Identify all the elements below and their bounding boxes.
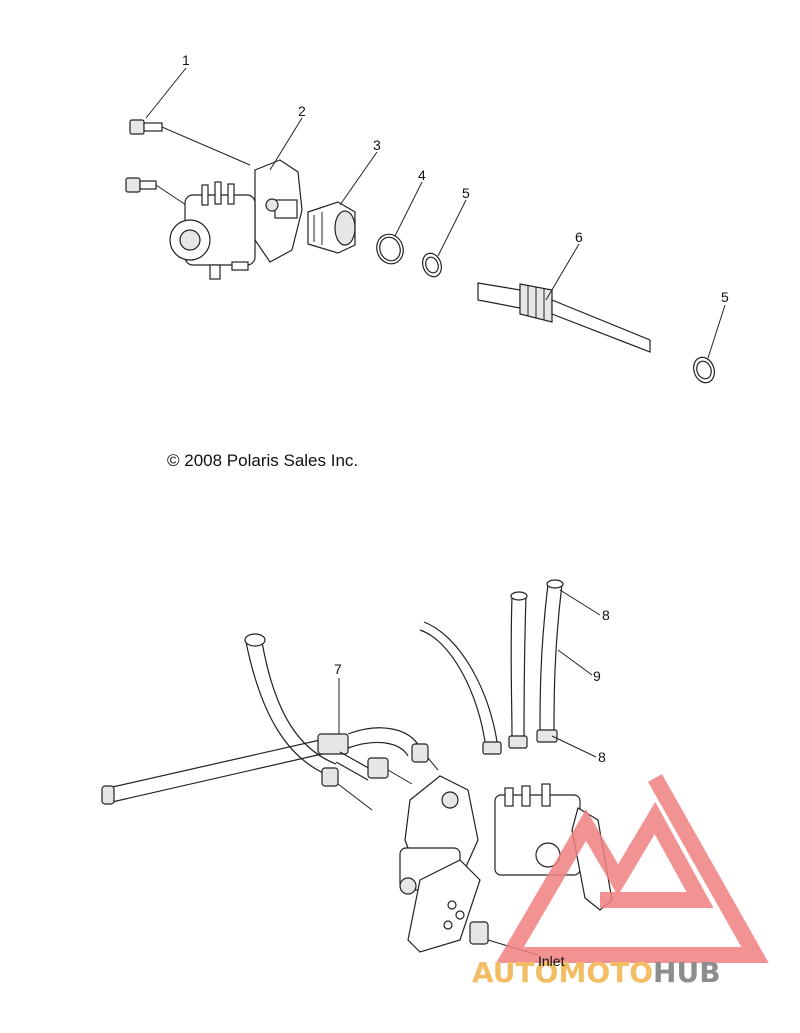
oil-pump-lower bbox=[399, 775, 613, 953]
top-assembly: 1 2 3 4 5 6 5 bbox=[125, 52, 729, 384]
callout-5b: 5 bbox=[721, 289, 729, 305]
callout-8-top: 8 bbox=[602, 607, 610, 623]
tee-fitting bbox=[317, 727, 439, 785]
callout-8-bottom: 8 bbox=[598, 749, 606, 765]
callout-2: 2 bbox=[298, 103, 306, 119]
callout-6: 6 bbox=[575, 229, 583, 245]
watermark-text: AUTOMOTOHUB bbox=[472, 956, 721, 989]
callout-5: 5 bbox=[462, 185, 470, 201]
watermark-logo: AUTOMOTOHUB bbox=[472, 774, 769, 989]
callout-3: 3 bbox=[373, 137, 381, 153]
callout-1: 1 bbox=[182, 52, 190, 68]
inlet-label: Inlet bbox=[538, 953, 565, 969]
copyright-text: © 2008 Polaris Sales Inc. bbox=[167, 451, 358, 470]
callout-4: 4 bbox=[418, 167, 426, 183]
coupler bbox=[307, 201, 356, 254]
bolt-upper bbox=[129, 119, 163, 135]
bolt-lower bbox=[125, 177, 157, 193]
drive-shaft bbox=[477, 282, 651, 353]
callout-9: 9 bbox=[593, 668, 601, 684]
oil-pump-body bbox=[169, 159, 303, 280]
callout-7: 7 bbox=[334, 661, 342, 677]
